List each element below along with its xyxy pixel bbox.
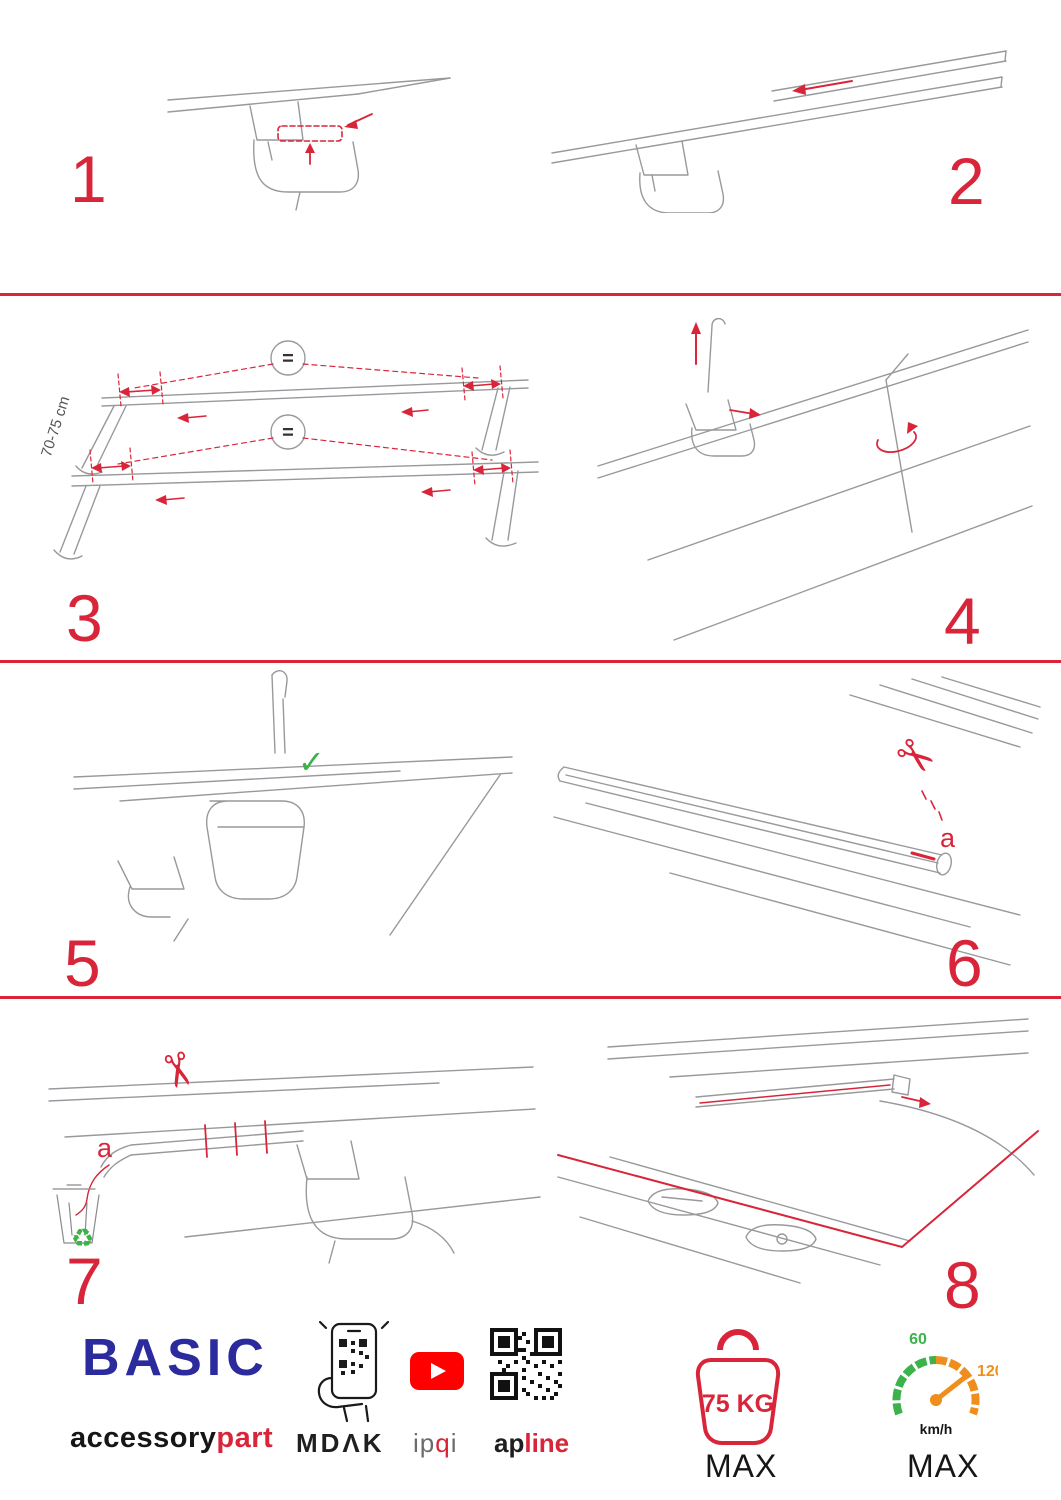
hook-up-arrow	[691, 322, 701, 365]
overhang-measure-marks	[89, 365, 514, 487]
tighten-rotation-arrow	[876, 422, 918, 453]
step-8-figure	[550, 1005, 1048, 1313]
weight-limit-icon: 75 KG	[680, 1318, 796, 1446]
step-7-number: 7	[66, 1244, 103, 1318]
step-5-figure: ✓	[60, 665, 528, 953]
weight-max-label: MAX	[705, 1448, 778, 1484]
video-label-gray2: i	[450, 1428, 458, 1458]
recycle-icon: ♻	[71, 1224, 94, 1254]
qr-label-black: ap	[494, 1428, 525, 1458]
step-6-number: 6	[946, 926, 983, 1000]
rubber-strip-end	[910, 851, 936, 861]
max-load-value: 75 KG	[702, 1390, 774, 1418]
bar-distance-label: 70-75 cm	[38, 394, 73, 459]
youtube-icon	[410, 1352, 464, 1390]
qr-link-label: apline	[494, 1430, 569, 1456]
adjust-direction-arrows	[155, 407, 451, 505]
scissors-icon: ✂	[884, 724, 948, 790]
section-divider-2	[0, 660, 1061, 663]
cut-marks	[921, 790, 943, 821]
step-3-number: 3	[66, 581, 103, 655]
phone-qr-scan-icon	[312, 1320, 396, 1424]
equal-spacing-symbol: =	[282, 348, 294, 370]
speed-tick-high: 120	[977, 1363, 998, 1380]
step-4-figure	[590, 308, 1038, 646]
speed-limit-icon: 60 120 km/h	[876, 1326, 998, 1440]
fitting-zone-outline	[557, 1130, 1039, 1248]
scissors-icon: ✂	[147, 1045, 209, 1096]
brand-subtitle-red: part	[216, 1422, 274, 1454]
discard-path-line	[75, 1164, 110, 1216]
qr-code	[490, 1328, 562, 1400]
speed-max-label: MAX	[907, 1448, 980, 1484]
video-label-gray1: ip	[413, 1428, 436, 1458]
speed-tick-low: 60	[909, 1331, 927, 1348]
slide-direction-arrow	[792, 80, 853, 95]
qr-label-red: line	[524, 1428, 570, 1458]
step-5-number: 5	[64, 926, 101, 1000]
video-channel-label: ipqi	[413, 1430, 458, 1456]
allen-key	[885, 353, 913, 533]
equal-spacing-guides	[117, 363, 493, 465]
speed-unit-label: km/h	[920, 1421, 953, 1437]
brand-subtitle: accessorypart	[70, 1424, 273, 1453]
step-1-number: 1	[70, 142, 107, 216]
rubber-pad-insert-marker	[277, 113, 373, 165]
step-4-number: 4	[944, 584, 981, 658]
step-7-figure: ✂ a ♻	[35, 1005, 543, 1277]
correct-checkmark-icon: ✓	[298, 743, 325, 781]
step-6-figure: ✂ a	[550, 675, 1042, 973]
clamp-engage-arrow	[729, 408, 761, 419]
step-2-figure	[540, 25, 1018, 213]
section-divider-3	[0, 996, 1061, 999]
cut-point-label: a	[940, 823, 956, 853]
video-label-red: q	[435, 1428, 451, 1458]
phone-app-label: MDΛK	[296, 1428, 385, 1458]
equal-spacing-symbol: =	[282, 422, 294, 444]
step-8-number: 8	[944, 1248, 981, 1322]
trash-bin-icon	[52, 1184, 100, 1244]
cut-point-label: a	[97, 1133, 113, 1163]
rubber-strip-line	[699, 1084, 891, 1104]
brand-logo: BASIC	[82, 1329, 269, 1387]
step-2-number: 2	[948, 144, 985, 218]
step-1-figure	[150, 28, 462, 246]
section-divider-1	[0, 293, 1061, 296]
step-3-figure: = =	[30, 310, 578, 588]
cut-tick-marks	[204, 1120, 268, 1158]
engage-arrow	[901, 1096, 931, 1108]
brand-subtitle-black: accessory	[70, 1422, 217, 1454]
